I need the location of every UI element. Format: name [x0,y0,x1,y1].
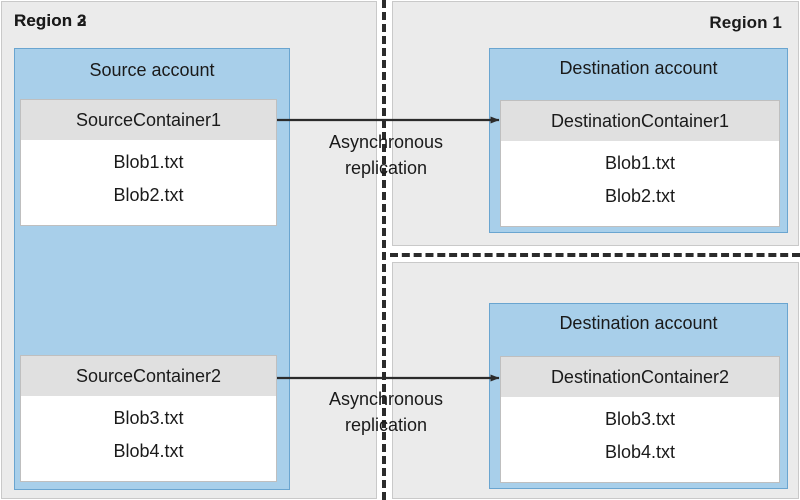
blob-item: Blob2.txt [604,186,676,206]
destination-container-1-blob-list: Blob1.txt Blob2.txt [501,141,779,213]
caption-line-1: Asynchronous [328,132,444,152]
blob-item: Blob3.txt [113,408,184,428]
source-container-1-blob-list: Blob1.txt Blob2.txt [21,140,276,212]
caption-line-1: Asynchronous [328,389,444,409]
destination-account-title-2: Destination account [559,313,718,333]
replication-caption-2: Asynchronous replication [286,386,486,438]
destination-container-1-header: DestinationContainer1 [501,101,779,141]
destination-container-1-card[interactable]: DestinationContainer1 Blob1.txt Blob2.tx… [500,100,780,227]
region-label-3: Region 3 [14,11,87,30]
region-separator-horizontal-icon [390,253,800,257]
blob-item: Blob2.txt [113,185,184,205]
source-container-1-header: SourceContainer1 [21,100,276,140]
destination-container-2-header: DestinationContainer2 [501,357,779,397]
region-separator-vertical-icon [382,0,386,500]
destination-container-2-blob-list: Blob3.txt Blob4.txt [501,397,779,469]
source-account-title: Source account [89,60,215,80]
blob-item: Blob3.txt [604,409,676,429]
blob-item: Blob4.txt [604,442,676,462]
region-label-2: Region 2 [14,11,87,30]
destination-container-2-card[interactable]: DestinationContainer2 Blob3.txt Blob4.tx… [500,356,780,483]
blob-item: Blob4.txt [113,441,184,461]
blob-item: Blob1.txt [113,152,184,172]
caption-line-2: replication [344,158,428,178]
source-container-2-header: SourceContainer2 [21,356,276,396]
source-container-2-blob-list: Blob3.txt Blob4.txt [21,396,276,468]
blob-item: Blob1.txt [604,153,676,173]
region-label-1: Region 1 [709,13,782,32]
destination-account-title-1: Destination account [559,58,718,78]
replication-caption-1: Asynchronous replication [286,129,486,181]
source-container-1-card[interactable]: SourceContainer1 Blob1.txt Blob2.txt [20,99,277,226]
source-container-2-card[interactable]: SourceContainer2 Blob3.txt Blob4.txt [20,355,277,482]
caption-line-2: replication [344,415,428,435]
